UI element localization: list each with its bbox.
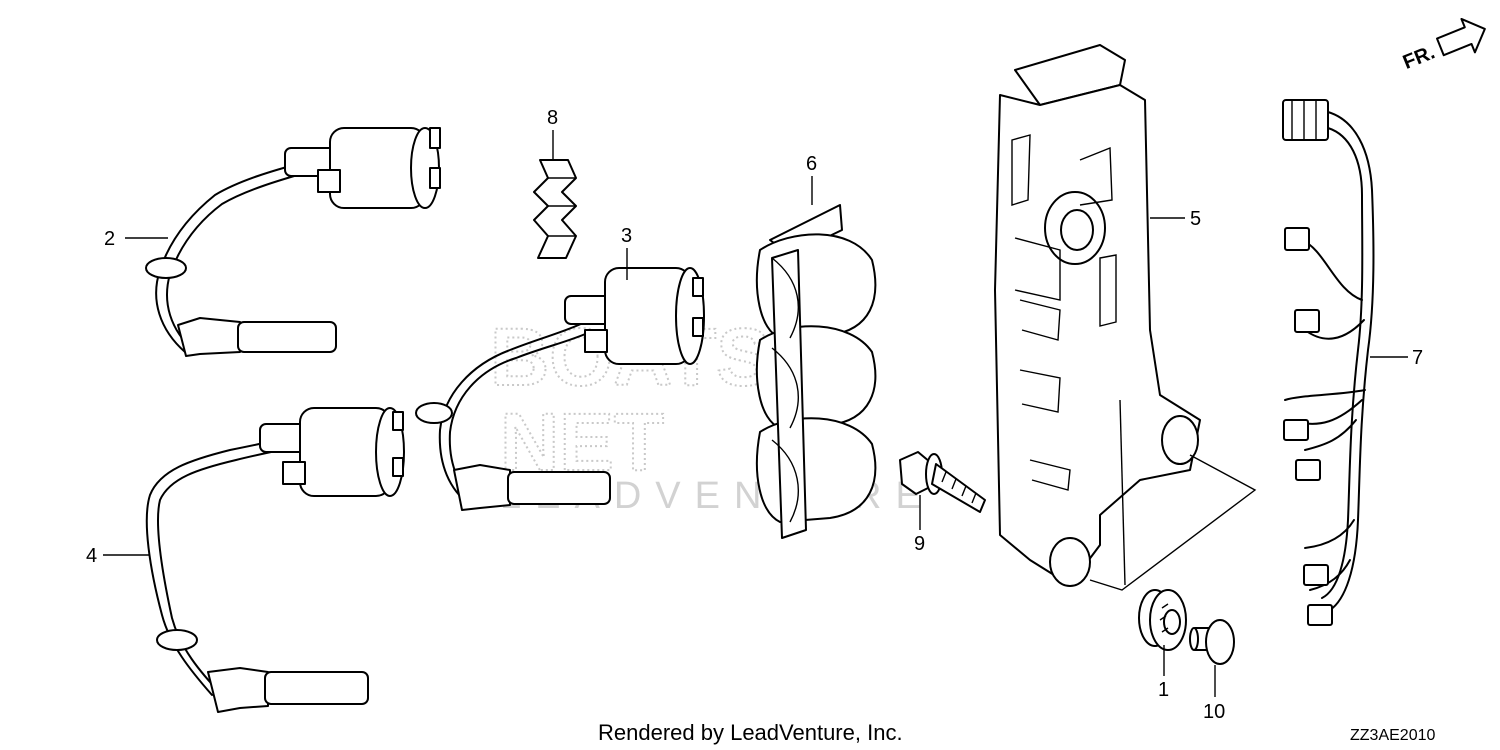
callout-8: 8: [547, 107, 558, 129]
part-4-ignition-coil[interactable]: [145, 407, 405, 713]
callout-3: 3: [621, 225, 632, 247]
part-6-coil-holder[interactable]: [755, 204, 877, 539]
footer-credit: Rendered by LeadVenture, Inc.: [598, 720, 903, 745]
part-7-wire-harness[interactable]: [1282, 99, 1375, 626]
part-8-wire-clamp[interactable]: [533, 159, 577, 259]
direction-label: FR.: [1400, 41, 1438, 73]
callout-2: 2: [104, 228, 115, 250]
callout-7: 7: [1412, 347, 1423, 369]
part-5-cover[interactable]: [994, 44, 1257, 591]
diagram-code: ZZ3AE2010: [1350, 727, 1435, 744]
front-direction-indicator: FR.: [1400, 17, 1486, 74]
callout-10: 10: [1203, 701, 1225, 723]
leader-lines: [103, 130, 1408, 697]
part-1-grommet[interactable]: [1138, 589, 1187, 651]
part-9-flange-bolt[interactable]: [899, 451, 986, 513]
callout-6: 6: [806, 153, 817, 175]
front-arrow-icon: [1435, 17, 1486, 57]
part-3-ignition-coil[interactable]: [415, 267, 705, 511]
callout-1: 1: [1158, 679, 1169, 701]
callouts: 2 4 3 8 6 5 7 9 1 10: [86, 107, 1423, 723]
callout-4: 4: [86, 545, 97, 567]
part-2-ignition-coil[interactable]: [145, 127, 441, 357]
callout-5: 5: [1190, 208, 1201, 230]
callout-9: 9: [914, 533, 925, 555]
part-10-collar[interactable]: [1189, 619, 1235, 665]
